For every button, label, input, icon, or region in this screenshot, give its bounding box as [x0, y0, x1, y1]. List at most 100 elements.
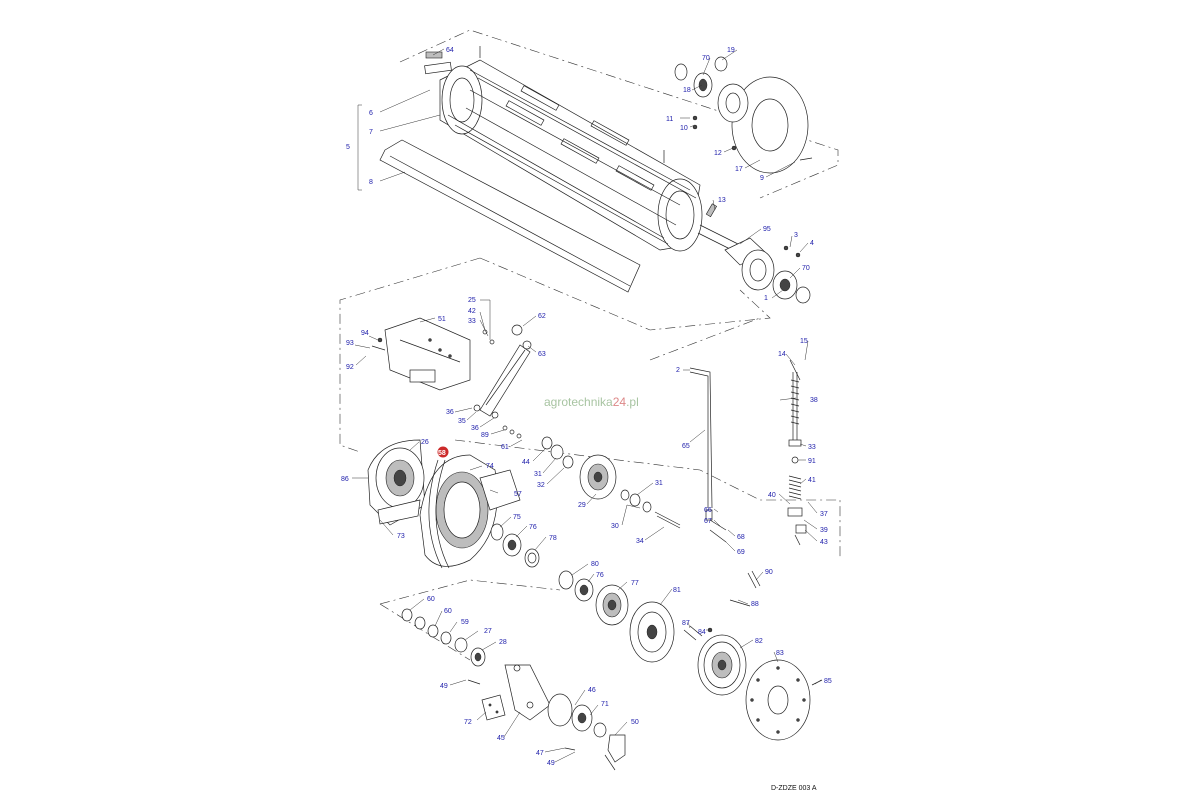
part-label-77: 77 [631, 580, 639, 587]
part-label-69: 69 [737, 549, 745, 556]
belt-bearing-stack [490, 523, 540, 568]
part-label-47: 47 [536, 750, 544, 757]
rotor-drum-assembly [424, 46, 741, 254]
part-label-61: 61 [501, 444, 509, 451]
drive-sheave [629, 601, 675, 663]
tension-rod [689, 367, 727, 543]
part-label-14: 14 [778, 351, 786, 358]
part-label-89: 89 [481, 432, 489, 439]
rotor-bearing-right [724, 237, 811, 304]
part-label-9: 9 [760, 175, 764, 182]
part-label-95: 95 [763, 226, 771, 233]
part-label-66: 66 [704, 507, 712, 514]
part-label-7: 7 [369, 129, 373, 136]
part-label-63: 63 [538, 351, 546, 358]
part-label-13: 13 [718, 197, 726, 204]
part-label-1: 1 [764, 295, 768, 302]
highlighted-part-marker: 58 [437, 446, 449, 458]
part-label-27: 27 [484, 628, 492, 635]
part-label-73: 73 [397, 533, 405, 540]
part-label-87: 87 [682, 620, 690, 627]
part-label-11: 11 [666, 116, 673, 123]
part-label-80: 80 [591, 561, 599, 568]
group-outlines [339, 29, 841, 661]
part-label-64: 64 [446, 47, 454, 54]
drawing-reference: D-ZDZE 003 A [771, 785, 817, 792]
belt-cover-assembly [367, 439, 521, 569]
part-label-70: 70 [702, 55, 710, 62]
part-label-19: 19 [727, 47, 735, 54]
part-label-5: 5 [346, 144, 350, 151]
part-label-90: 90 [765, 569, 773, 576]
part-label-31: 31 [534, 471, 542, 478]
part-label-57: 57 [514, 491, 522, 498]
part-label-26: 26 [421, 439, 429, 446]
watermark-part-3: .pl [626, 395, 639, 409]
end-flange-disc [745, 659, 823, 741]
part-label-65: 65 [682, 443, 690, 450]
part-label-25: 25 [468, 297, 476, 304]
swing-arm [467, 664, 551, 721]
thread-marks [790, 379, 800, 425]
part-label-34: 34 [636, 538, 644, 545]
part-label-86: 86 [341, 476, 349, 483]
rotor-end-flange [674, 56, 813, 174]
bottom-washer-stack [401, 608, 486, 667]
part-label-10: 10 [680, 125, 688, 132]
part-label-74: 74 [486, 463, 494, 470]
part-label-44: 44 [522, 459, 530, 466]
part-label-94: 94 [361, 330, 369, 337]
part-label-67: 67 [704, 518, 712, 525]
concave-plate [379, 139, 641, 293]
part-label-32: 32 [537, 482, 545, 489]
part-label-36-b: 36 [471, 425, 479, 432]
part-label-39: 39 [820, 527, 828, 534]
spring-coils [788, 475, 802, 500]
watermark: agrotechnika24.pl [544, 395, 639, 409]
part-label-8: 8 [369, 179, 373, 186]
tensioner-hub [547, 693, 626, 771]
part-label-88: 88 [751, 601, 759, 608]
part-label-81: 81 [673, 587, 681, 594]
part-label-92: 92 [346, 364, 354, 371]
part-label-75: 75 [513, 514, 521, 521]
part-label-93: 93 [346, 340, 354, 347]
part-label-62: 62 [538, 313, 546, 320]
part-label-43: 43 [820, 539, 828, 546]
part-label-12: 12 [714, 150, 722, 157]
part-label-40: 40 [768, 492, 776, 499]
part-label-18: 18 [683, 87, 691, 94]
part-label-31-b: 31 [655, 480, 663, 487]
part-label-42: 42 [468, 308, 476, 315]
part-label-4: 4 [810, 240, 814, 247]
part-label-76: 76 [529, 524, 537, 531]
part-label-15: 15 [800, 338, 808, 345]
part-label-35: 35 [458, 418, 466, 425]
main-pulley [697, 634, 747, 696]
part-label-33: 33 [468, 318, 476, 325]
watermark-part-2: 24 [613, 395, 627, 409]
part-label-60-b: 60 [444, 608, 452, 615]
watermark-part-1: agrotechnika [544, 395, 613, 409]
part-label-50: 50 [631, 719, 639, 726]
sheave-fasteners [683, 570, 761, 641]
part-label-38: 38 [810, 397, 818, 404]
part-label-72: 72 [464, 719, 472, 726]
part-label-82: 82 [755, 638, 763, 645]
part-label-36: 36 [446, 409, 454, 416]
part-label-91: 91 [808, 458, 816, 465]
part-label-70-b: 70 [802, 265, 810, 272]
part-label-49-b: 49 [547, 760, 555, 767]
part-label-59: 59 [461, 619, 469, 626]
part-label-37: 37 [820, 511, 828, 518]
part-labels: 64 6 7 5 8 70 19 18 11 10 12 17 9 13 95 … [341, 47, 832, 767]
part-label-46: 46 [588, 687, 596, 694]
adjuster-spring-rod [787, 359, 807, 546]
part-label-58: 58 [438, 450, 446, 457]
svg-text:agrotechnika24.pl: agrotechnika24.pl [544, 395, 639, 409]
part-label-76-b: 76 [596, 572, 604, 579]
part-label-28: 28 [499, 639, 507, 646]
part-label-30: 30 [611, 523, 619, 530]
part-label-85: 85 [824, 678, 832, 685]
